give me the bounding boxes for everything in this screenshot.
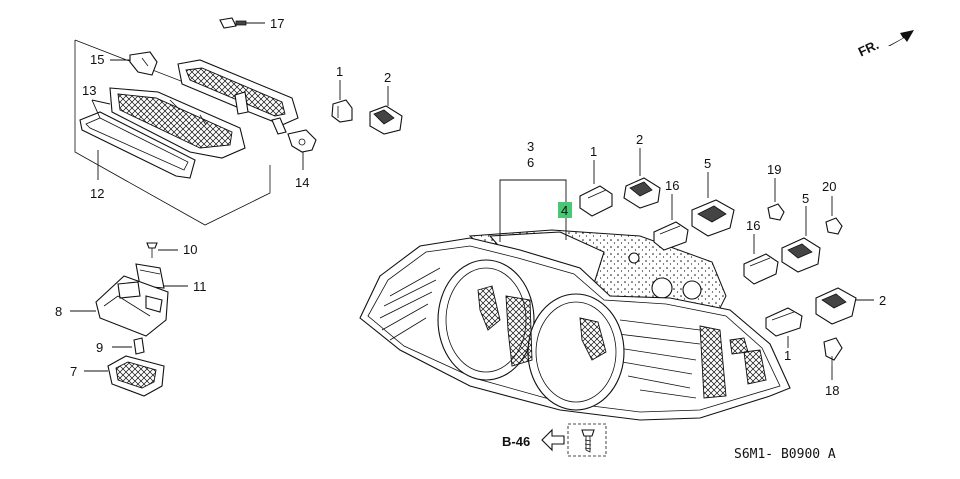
callout-6: 6 [527, 155, 534, 170]
callout-2c: 2 [879, 293, 886, 308]
screw-icon [581, 429, 595, 453]
screw-10 [146, 242, 158, 249]
callout-8: 8 [55, 304, 62, 319]
tail-light-assembly [359, 229, 791, 421]
bulb-1c [765, 307, 803, 337]
clip-15 [129, 51, 158, 76]
group-bracket [74, 40, 271, 226]
bulb-1a [331, 99, 353, 123]
callout-15: 15 [90, 52, 104, 67]
callout-1b: 1 [590, 144, 597, 159]
callout-5b: 5 [802, 191, 809, 206]
reference-arrow-icon [541, 428, 565, 452]
license-light-group: 10 11 8 9 7 [55, 242, 207, 397]
callout-14: 14 [295, 175, 309, 190]
bracket-11 [135, 263, 165, 289]
license-housing [95, 275, 169, 337]
callout-7: 7 [70, 364, 77, 379]
callout-16a: 16 [665, 178, 679, 193]
callout-3: 3 [527, 139, 534, 154]
callout-16b: 16 [746, 218, 760, 233]
callout-2a: 2 [384, 70, 391, 85]
clip-18 [823, 337, 843, 361]
direction-label: FR. [856, 37, 881, 59]
bulb-16a [653, 221, 689, 251]
bulb-1b [579, 185, 613, 217]
nut-20 [825, 217, 843, 235]
lamp-ring-right [527, 293, 625, 411]
callout-5a: 5 [704, 156, 711, 171]
callout-19: 19 [767, 162, 781, 177]
reference-block: B-46 S6M1- B0900 A [502, 423, 836, 462]
callout-1a: 1 [336, 64, 343, 79]
diagram-code: S6M1- B0900 A [734, 447, 836, 462]
lens-gasket [79, 111, 196, 179]
callout-12: 12 [90, 186, 104, 201]
callout-4-highlight [558, 202, 572, 218]
bulb-16b [743, 253, 779, 285]
callouts-upper-left: 17 15 13 12 14 [82, 16, 309, 201]
callouts-assembly: 3 6 4 [499, 139, 572, 242]
direction-arrow-icon [888, 30, 914, 46]
callout-11: 11 [193, 279, 207, 294]
callout-1c: 1 [784, 348, 791, 363]
callout-18: 18 [825, 383, 839, 398]
callout-20: 20 [822, 179, 836, 194]
clip-19 [767, 203, 785, 221]
callout-2b: 2 [636, 132, 643, 147]
callout-13: 13 [82, 83, 96, 98]
screw-17 [219, 17, 247, 29]
callout-4: 4 [561, 203, 568, 218]
high-mount-stop-light-group [74, 17, 317, 226]
bulb-socket-top: 1 2 [331, 64, 403, 135]
callout-10: 10 [183, 242, 197, 257]
bulb-socket-right: 1 2 16 5 16 5 19 20 [579, 132, 886, 398]
callout-9: 9 [96, 340, 103, 355]
reference-label: B-46 [502, 434, 530, 449]
callout-17: 17 [270, 16, 284, 31]
direction-indicator: FR. [856, 30, 914, 59]
bulb-9 [133, 337, 145, 355]
bracket-14 [287, 129, 317, 153]
